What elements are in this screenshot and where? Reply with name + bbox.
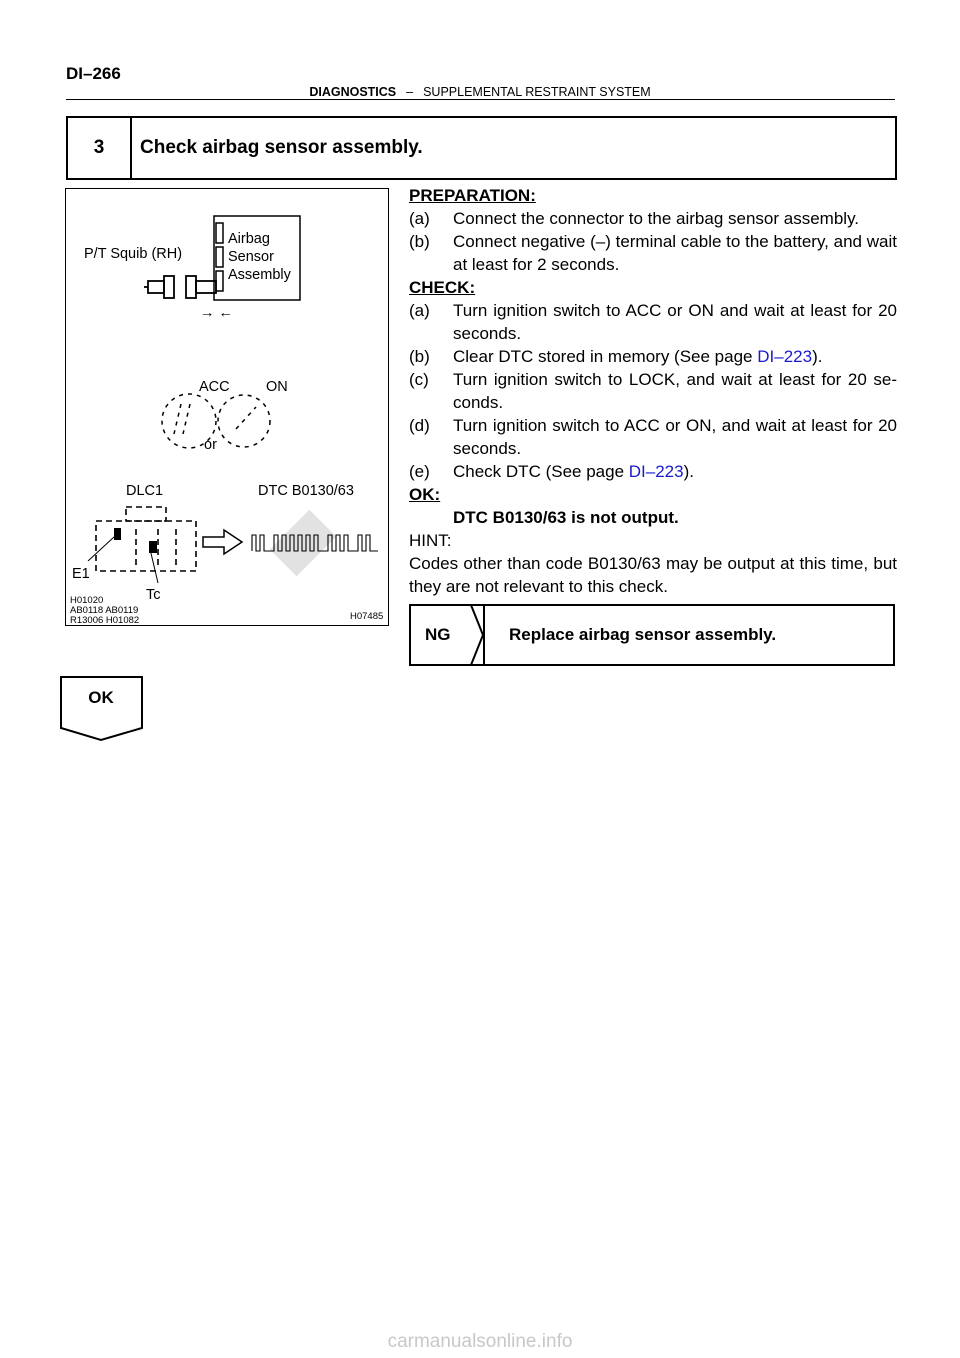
item-label: (b)	[409, 232, 430, 251]
acc-label: ACC	[199, 379, 230, 395]
item-text: Check DTC (See page	[453, 462, 629, 481]
sensor-label: Airbag Sensor Assembly	[228, 230, 291, 284]
ok-result-text: DTC B0130/63 is not output.	[453, 508, 679, 527]
tc-leader	[149, 548, 159, 584]
item-label: (a)	[409, 301, 430, 320]
ok-flow-tag: OK	[60, 676, 144, 742]
ng-frame	[409, 604, 895, 666]
item-text: Turn ignition switch to ACC or ON and wa…	[453, 301, 897, 343]
step-title: Check airbag sensor assembly.	[140, 137, 423, 158]
arrow-to-dtc	[202, 528, 244, 556]
squib-connector	[144, 275, 217, 299]
check-item: (b)Clear DTC stored in memory (See page …	[409, 345, 897, 368]
item-label: (e)	[409, 462, 430, 481]
sensor-label-line: Assembly	[228, 267, 291, 283]
figure-code: H07485	[350, 611, 384, 622]
sensor-pin	[215, 222, 224, 244]
dtc-label: DTC B0130/63	[258, 483, 354, 499]
ignition-switch-acc	[161, 393, 217, 449]
diagram-drawing	[87, 215, 378, 584]
item-text: Turn ignition switch to LOCK, and wait a…	[453, 370, 897, 412]
sensor-label-line: Airbag	[228, 231, 270, 247]
preparation-item: (a) Connect the connector to the airbag s…	[409, 207, 897, 230]
ok-label: OK	[88, 688, 114, 707]
hint-heading: HINT:	[409, 531, 452, 550]
sensor-pin	[215, 270, 224, 292]
tc-label: Tc	[146, 587, 161, 603]
item-text: ).	[812, 347, 823, 366]
item-text: Connect negative (–) terminal cable to t…	[453, 232, 897, 274]
figure-code: H01020	[70, 595, 104, 606]
item-text: ).	[683, 462, 694, 481]
item-text: Connect the connector to the airbag sens…	[453, 209, 860, 228]
ignition-switch-on	[217, 394, 271, 448]
header-rule	[66, 99, 895, 100]
running-header: DIAGNOSTICS–SUPPLEMENTAL RESTRAINT SYSTE…	[0, 85, 960, 99]
check-item: (d) Turn ignition switch to ACC or ON, an…	[409, 414, 897, 460]
ng-result-box: NG Replace airbag sensor assembly.	[409, 604, 895, 666]
connect-arrows: → ←	[200, 305, 234, 321]
dlc1-label: DLC1	[126, 483, 164, 499]
preparation-heading: PREPARATION:	[409, 186, 536, 205]
dtc-blink-marker	[269, 509, 337, 577]
e1-leader	[87, 536, 115, 562]
sensor-label-line: Sensor	[228, 249, 274, 265]
ng-action: Replace airbag sensor assembly.	[509, 625, 777, 644]
dtc-blink-waveform	[251, 534, 378, 552]
footer-watermark: carmanualsonline.info	[387, 1331, 573, 1352]
hint-text: Codes other than code B0130/63 may be ou…	[409, 554, 897, 596]
ok-frame	[60, 676, 143, 742]
item-label: (b)	[409, 347, 430, 366]
ng-label: NG	[425, 625, 451, 644]
terminal-e1	[114, 528, 121, 540]
dlc1-connector	[95, 506, 197, 572]
e1-label: E1	[72, 566, 90, 582]
sensor-box	[213, 215, 301, 301]
header-separator: –	[406, 85, 414, 99]
check-item: (c) Turn ignition switch to LOCK, and wai…	[409, 368, 897, 414]
on-label: ON	[266, 379, 288, 395]
check-item: (e) Check DTC (See page DI–223).	[409, 460, 897, 483]
item-label: (c)	[409, 370, 429, 389]
header-subsection: SUPPLEMENTAL RESTRAINT SYSTEM	[423, 85, 651, 99]
page-link[interactable]: DI–223	[628, 462, 684, 481]
item-label: (a)	[409, 209, 430, 228]
page-link[interactable]: DI–223	[757, 347, 813, 366]
step-number: 3	[68, 118, 132, 178]
step-box: 3 Check airbag sensor assembly.	[66, 116, 897, 180]
item-label: (d)	[409, 416, 430, 435]
header-section: DIAGNOSTICS	[309, 85, 397, 99]
ok-heading: OK:	[409, 485, 441, 504]
preparation-item: (b) Connect negative (–) terminal cable t…	[409, 230, 897, 276]
instructions: PREPARATION: (a) Connect the connector to…	[409, 184, 897, 598]
item-text: Turn ignition switch to ACC or ON, and w…	[453, 416, 897, 458]
diagram-figure: P/T Squib (RH) Airbag Sensor Assembly → …	[65, 188, 389, 626]
check-heading: CHECK:	[409, 278, 476, 297]
terminal-tc	[149, 541, 157, 553]
check-item: (a) Turn ignition switch to ACC or ON and…	[409, 299, 897, 345]
or-label: or	[204, 437, 217, 453]
figure-code: R13006 H01082	[70, 615, 140, 626]
page-number: DI–266	[66, 64, 121, 83]
sensor-pin	[215, 246, 224, 268]
item-text: Clear DTC stored in memory (See page	[453, 347, 758, 366]
figure-code: AB0118 AB0119	[70, 605, 139, 616]
squib-label: P/T Squib (RH)	[84, 246, 183, 262]
